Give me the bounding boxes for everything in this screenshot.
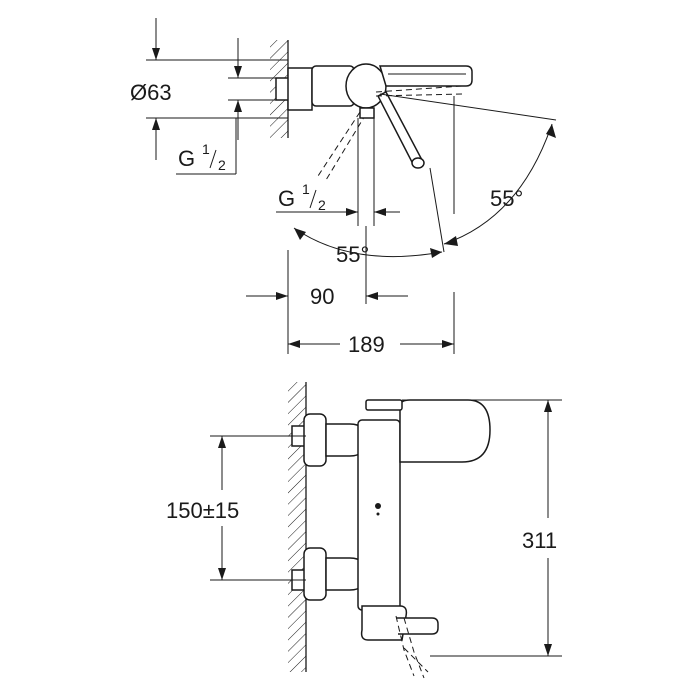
top-lever-rotated-positions — [317, 85, 463, 181]
total-depth-label: 189 — [348, 332, 385, 357]
dim-angle-right: 55° — [443, 123, 556, 246]
top-outlet — [357, 107, 375, 226]
diameter-label: Ø63 — [130, 80, 172, 105]
label-inlet-thread: G 1 2 — [176, 118, 237, 175]
angle-right-label: 55° — [490, 186, 523, 211]
angle-bottom-label: 55° — [336, 242, 369, 267]
front-inlet-upper — [291, 413, 367, 467]
height-label: 311 — [522, 528, 557, 553]
outlet-thread-numerator: 1 — [302, 181, 310, 197]
projection-label: 90 — [310, 284, 334, 309]
dim-total-depth: 189 — [288, 332, 454, 357]
front-spout — [360, 605, 439, 679]
inlet-spacing-label: 150±15 — [166, 498, 239, 523]
top-inlet-connector — [275, 67, 313, 111]
front-mixer-body — [357, 399, 491, 611]
front-view: 150±15 311 — [166, 382, 562, 679]
dim-projection: 90 — [246, 226, 408, 309]
outlet-thread-denominator: 2 — [318, 197, 326, 213]
label-outlet-thread: G 1 2 — [276, 181, 400, 216]
dim-diameter: Ø63 — [130, 18, 288, 160]
top-view: Ø63 G 1 2 G 1 2 55° — [130, 18, 557, 357]
outlet-thread-main: G — [278, 186, 295, 211]
logo-mark-icon — [375, 503, 381, 509]
inlet-thread-numerator: 1 — [202, 141, 210, 157]
front-inlet-lower — [291, 547, 367, 601]
dim-angle-bottom: 55° — [293, 227, 443, 267]
top-lever — [376, 91, 425, 169]
inlet-thread-main: G — [178, 146, 195, 171]
dim-inlet-spacing: 150±15 — [166, 435, 306, 581]
top-mixer-body — [311, 63, 473, 109]
dim-height: 311 — [402, 399, 562, 657]
inlet-thread-denominator: 2 — [218, 157, 226, 173]
